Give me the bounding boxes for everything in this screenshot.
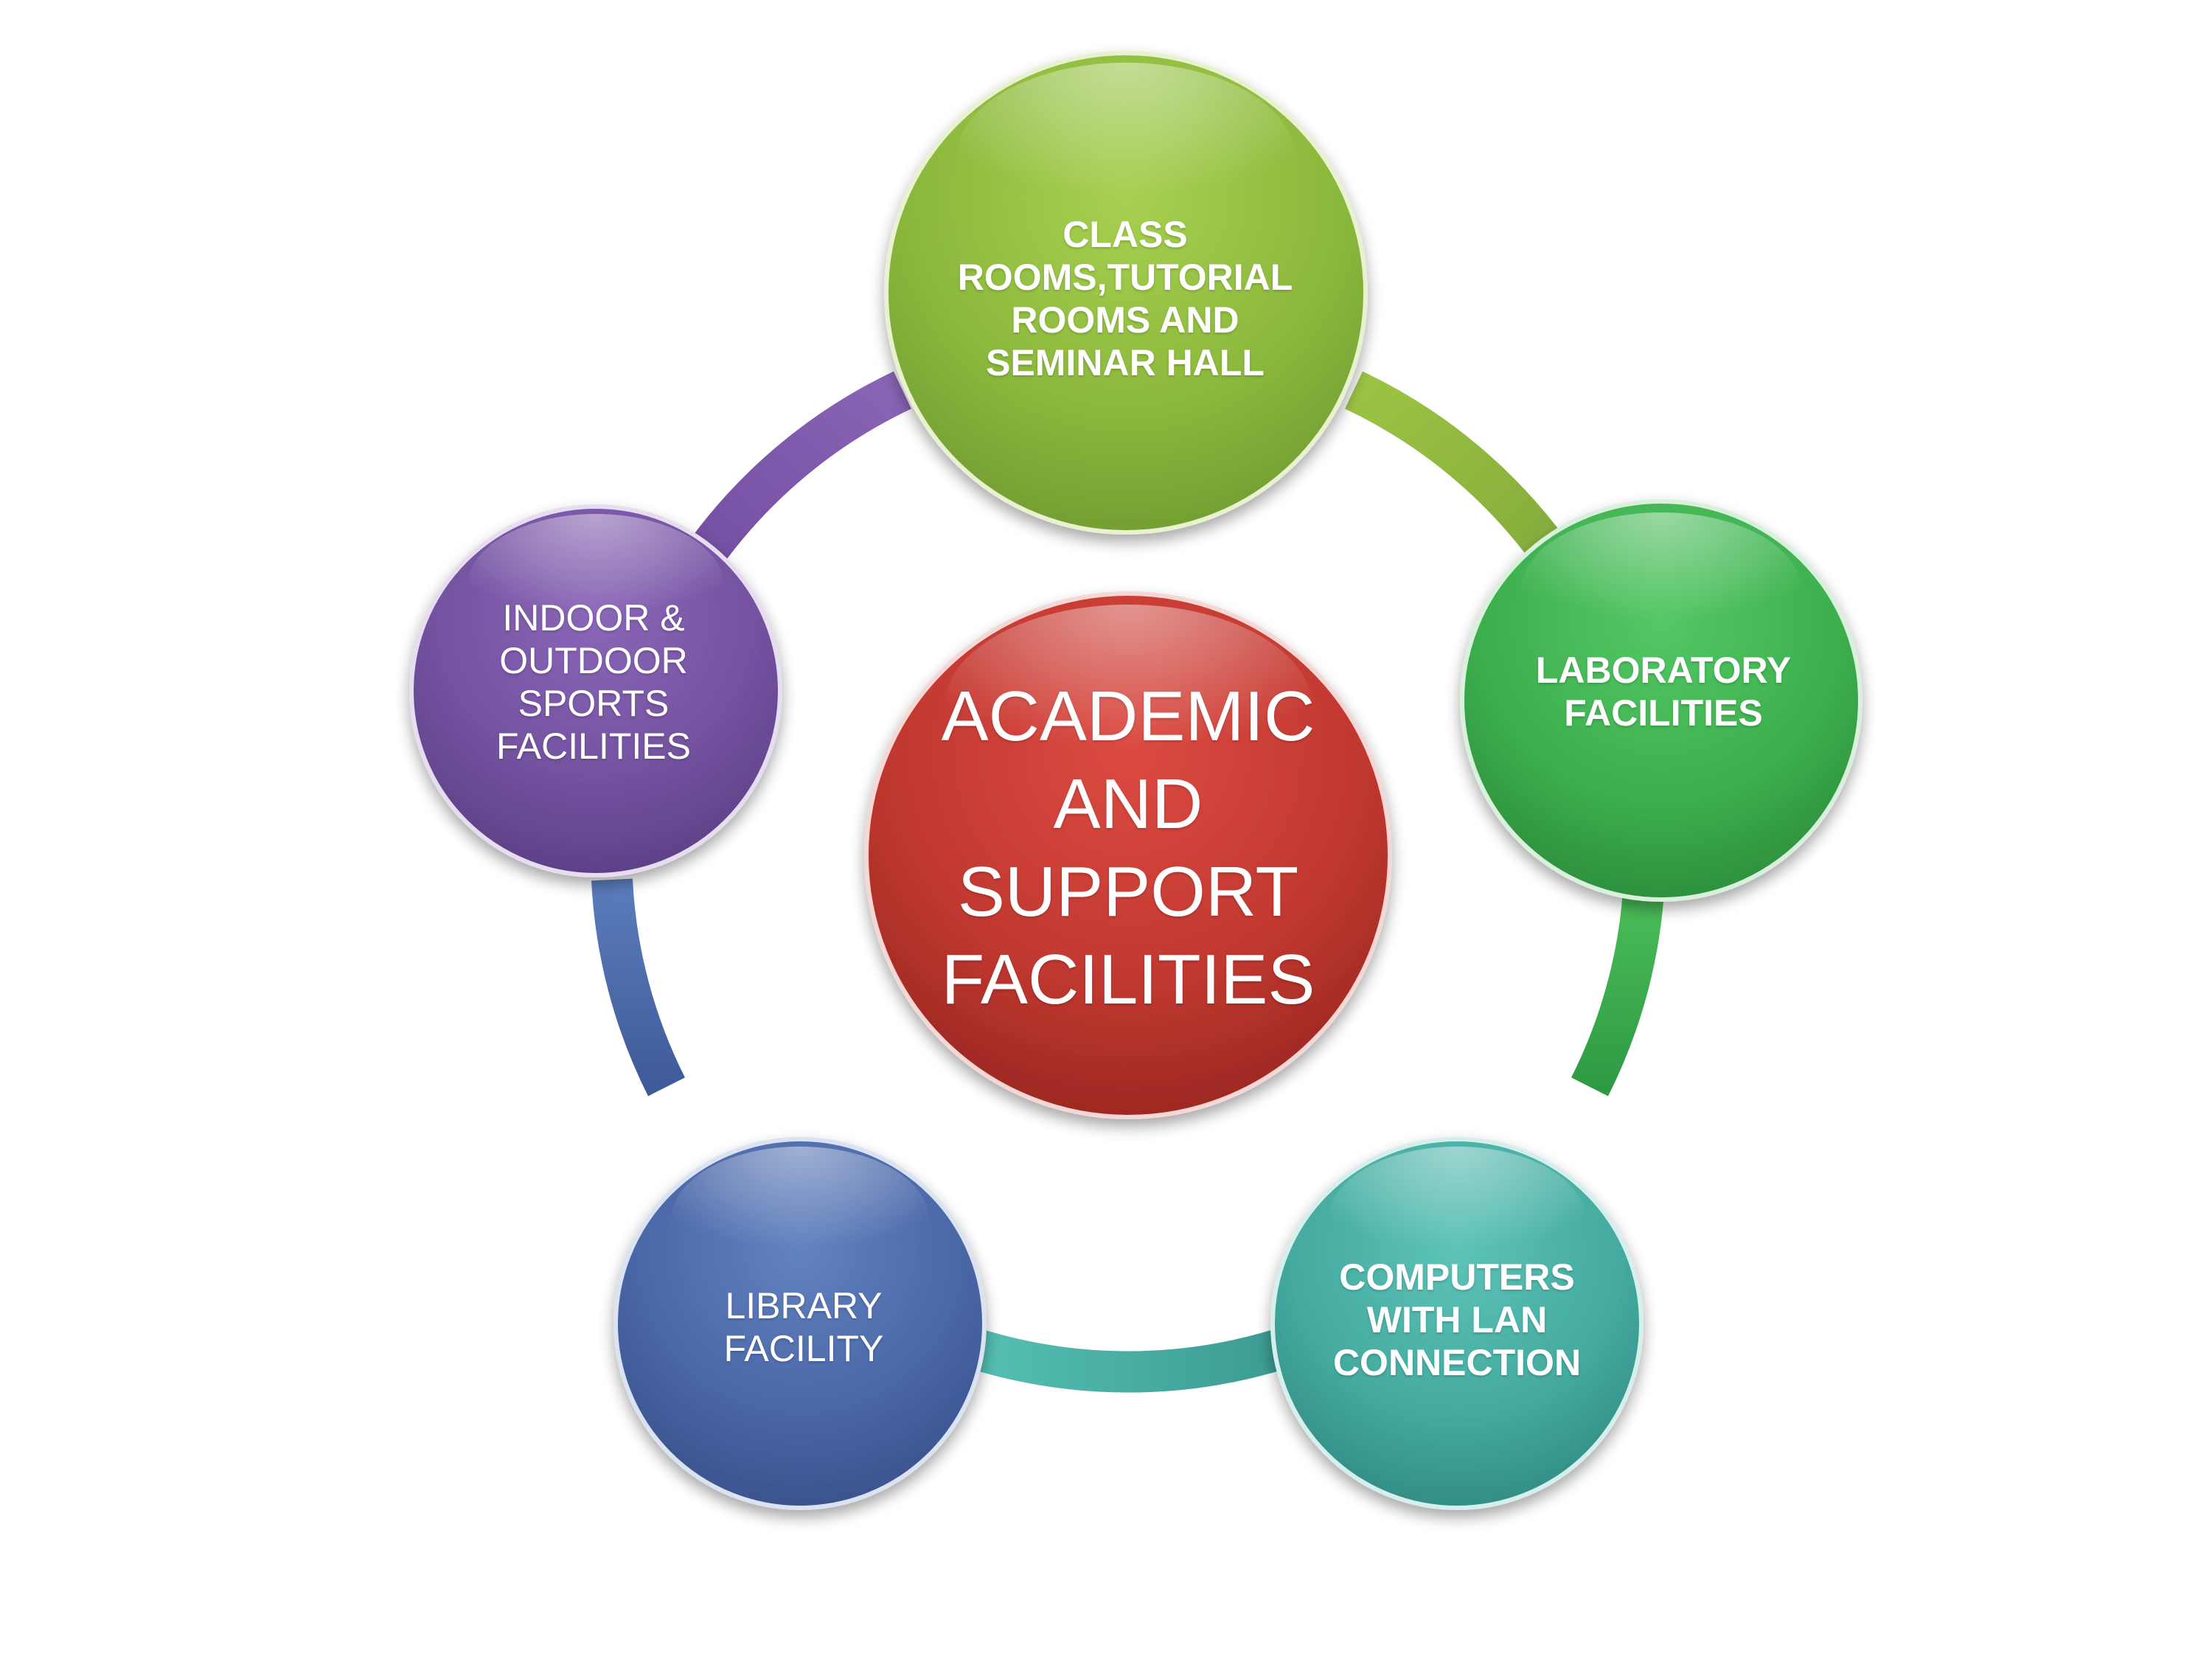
node-computers-line-2: WITH LAN: [1366, 1299, 1548, 1340]
center-title-line-3: SUPPORT: [957, 852, 1299, 931]
center-title-line-2: AND: [1053, 764, 1203, 844]
node-computers-line-3: CONNECTION: [1332, 1342, 1582, 1383]
node-sports-label: INDOOR & OUTDOOR SPORTS FACILITIES: [409, 560, 778, 804]
node-library-line-2: FACILITY: [723, 1328, 884, 1369]
node-sports-line-4: FACILITIES: [496, 726, 691, 767]
node-library-label: LIBRARY FACILITY: [619, 1239, 988, 1416]
node-computers-circle: [1270, 1137, 1644, 1510]
node-classrooms-line-3: ROOMS AND: [1011, 299, 1239, 341]
node-classrooms-line-4: SEMINAR HALL: [986, 342, 1265, 383]
center-title-line-1: ACADEMIC: [941, 676, 1315, 756]
node-computers-label: COMPUTERS WITH LAN CONNECTION: [1236, 1209, 1678, 1430]
node-laboratory-line-2: FACILITIES: [1564, 692, 1763, 734]
node-classrooms-label: CLASS ROOMS,TUTORIAL ROOMS AND SEMINAR H…: [882, 188, 1368, 409]
node-laboratory-circle: [1460, 499, 1863, 902]
node-classrooms-circle: [884, 51, 1368, 535]
ring-arc-computers-library: [966, 1328, 1290, 1393]
center-circle: [864, 591, 1392, 1119]
node-computers-line-1: COMPUTERS: [1339, 1256, 1575, 1298]
node-classrooms-line-1: CLASS: [1062, 214, 1188, 255]
node-laboratory-label: LABORATORY FACILITIES: [1457, 603, 1870, 780]
center-title-line-4: FACILITIES: [941, 940, 1315, 1020]
node-library-line-1: LIBRARY: [725, 1285, 883, 1326]
node-sports-line-2: OUTDOOR: [499, 640, 688, 681]
ring-arc-laboratory-computers: [1571, 878, 1665, 1096]
node-sports-circle: [409, 504, 782, 877]
node-sports-line-1: INDOOR &: [502, 597, 685, 639]
node-library-circle: [613, 1137, 987, 1510]
node-sports-line-3: SPORTS: [518, 683, 669, 724]
ring-arc-library-sports: [591, 878, 686, 1096]
center-title: ACADEMIC AND SUPPORT FACILITIES: [863, 641, 1394, 1054]
node-laboratory-line-1: LABORATORY: [1535, 650, 1792, 691]
node-classrooms-line-2: ROOMS,TUTORIAL: [957, 257, 1293, 298]
